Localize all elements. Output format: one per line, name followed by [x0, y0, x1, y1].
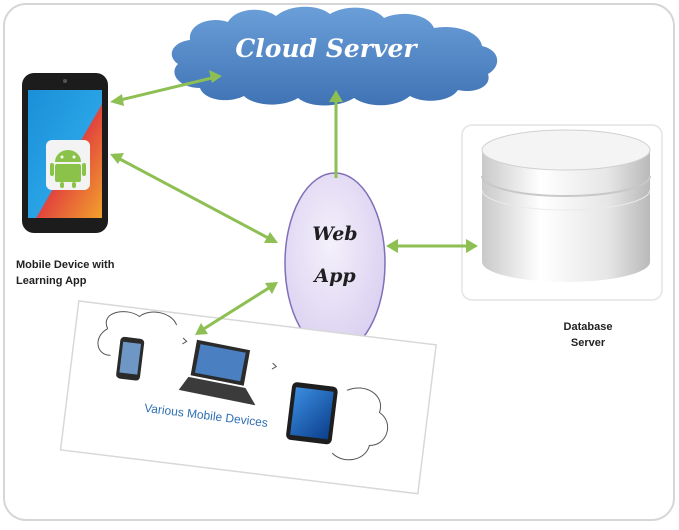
cloud-server-node: Cloud Server — [171, 6, 498, 106]
arrow-head — [329, 90, 343, 102]
arrow-webapp-devices — [201, 284, 273, 332]
arrow-mobile-cloud — [115, 75, 217, 103]
mobile-device-node — [22, 73, 108, 233]
database-icon — [482, 150, 650, 282]
laptop-icon — [178, 339, 256, 406]
various-devices-panel: Various Mobile Devices — [59, 300, 437, 495]
mobile-label-line2: Learning App — [16, 275, 87, 287]
tablet-icon — [286, 382, 338, 445]
arrow-head — [195, 323, 208, 335]
database-label-line2: Server — [571, 337, 606, 349]
arrow-mobile-webapp — [115, 155, 273, 242]
database-label-line1: Database — [564, 321, 613, 333]
cloud-server-label: Cloud Server — [235, 34, 418, 63]
database-server-node — [461, 124, 663, 301]
connection-arrows — [110, 70, 478, 335]
arrow-head — [209, 70, 222, 83]
smartphone-icon — [116, 336, 145, 381]
arrow-head — [110, 94, 124, 106]
android-app-icon — [50, 150, 86, 188]
cloud-icon — [171, 6, 498, 106]
arrow-head — [466, 239, 478, 253]
arrow-head — [386, 239, 398, 253]
arrow-head — [110, 153, 124, 164]
web-app-node: Web App — [284, 172, 386, 354]
arrow-head — [264, 232, 278, 243]
arrow-head — [265, 282, 278, 294]
web-app-label-line1: Web — [312, 223, 357, 245]
mobile-label-line1: Mobile Device with — [16, 259, 115, 271]
web-app-label-line2: App — [312, 265, 356, 287]
